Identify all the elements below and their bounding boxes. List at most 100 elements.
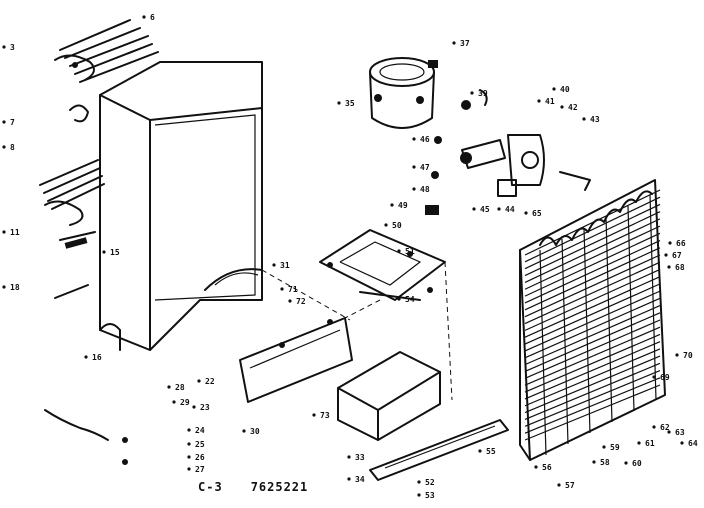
- callout-dot: [652, 375, 656, 379]
- callout-dot: [347, 455, 351, 459]
- callout-dot: [187, 428, 191, 432]
- callout-number: 31: [280, 261, 290, 270]
- callout-number: 16: [92, 353, 102, 362]
- callout-dot: [2, 120, 6, 124]
- callout-number: 29: [180, 398, 190, 407]
- callout-number: 44: [505, 205, 515, 214]
- callout-dot: [680, 441, 684, 445]
- callout-number: 56: [542, 463, 552, 472]
- callout-dot: [667, 430, 671, 434]
- callout-number: 60: [632, 459, 642, 468]
- rear-panel: [239, 317, 353, 403]
- callout-number: 69: [660, 373, 670, 382]
- callout-dot: [412, 165, 416, 169]
- callout-dot: [417, 493, 421, 497]
- callout-dot: [652, 425, 656, 429]
- callout-number: 25: [195, 440, 205, 449]
- callout-dot: [280, 287, 284, 291]
- callout-dot: [192, 405, 196, 409]
- callout-number: 55: [486, 447, 496, 456]
- callout-number: 41: [545, 97, 555, 106]
- callout-dot: [452, 41, 456, 45]
- callout-number: 51: [405, 247, 415, 256]
- callout-dot: [557, 483, 561, 487]
- callout-number: 37: [460, 39, 470, 48]
- callout-dot: [2, 145, 6, 149]
- callout-dot: [397, 249, 401, 253]
- callout-number: 26: [195, 453, 205, 462]
- callout-number: 35: [345, 99, 355, 108]
- callout-number: 53: [425, 491, 435, 500]
- callout-number: 40: [560, 85, 570, 94]
- callout-dot: [624, 461, 628, 465]
- callout-number: 45: [480, 205, 490, 214]
- callout-dot: [2, 45, 6, 49]
- callout-dot: [187, 455, 191, 459]
- callout-number: 72: [296, 297, 306, 306]
- callout-dot: [534, 465, 538, 469]
- callout-number: 42: [568, 103, 578, 112]
- callout-dot: [2, 230, 6, 234]
- callout-dot: [668, 241, 672, 245]
- base-rail: [44, 409, 509, 481]
- callout-dot: [288, 299, 292, 303]
- callout-dot: [560, 105, 564, 109]
- callout-dot: [390, 203, 394, 207]
- callout-number: 71: [288, 285, 298, 294]
- caption-right-code: 7625221: [250, 480, 309, 494]
- callout-dot: [602, 445, 606, 449]
- relay-parts: [425, 89, 591, 215]
- callout-dot: [397, 297, 401, 301]
- caption-left-code: C-3: [198, 480, 223, 494]
- callout-number: 50: [392, 221, 402, 230]
- callout-dot: [664, 253, 668, 257]
- callout-dot: [497, 207, 501, 211]
- callout-dot: [347, 477, 351, 481]
- callout-number: 33: [355, 453, 365, 462]
- callout-number: 66: [676, 239, 686, 248]
- callout-number: 59: [610, 443, 620, 452]
- callout-number: 15: [110, 248, 120, 257]
- callout-number: 47: [420, 163, 430, 172]
- callout-number: 39: [478, 89, 488, 98]
- callout-number: 28: [175, 383, 185, 392]
- callout-dot: [537, 99, 541, 103]
- callout-number: 8: [10, 143, 15, 152]
- callout-dot: [142, 15, 146, 19]
- callout-number: 18: [10, 283, 20, 292]
- condenser: [519, 179, 666, 461]
- callout-dot: [84, 355, 88, 359]
- callout-number: 34: [355, 475, 365, 484]
- callout-dot: [592, 460, 596, 464]
- callout-dot: [172, 400, 176, 404]
- callout-number: 73: [320, 411, 330, 420]
- callout-dot: [472, 207, 476, 211]
- callout-number: 3: [10, 43, 15, 52]
- callout-number: 54: [405, 295, 415, 304]
- callout-number: 70: [683, 351, 693, 360]
- callout-number: 52: [425, 478, 435, 487]
- callout-dot: [312, 413, 316, 417]
- callout-number: 63: [675, 428, 685, 437]
- callout-dot: [412, 187, 416, 191]
- callout-number: 6: [150, 13, 155, 22]
- callout-number: 22: [205, 377, 215, 386]
- callout-dot: [384, 223, 388, 227]
- callout-dot: [197, 379, 201, 383]
- callout-number: 7: [10, 118, 15, 127]
- callout-number: 67: [672, 251, 682, 260]
- mounting-bracket: [319, 229, 446, 301]
- callout-number: 43: [590, 115, 600, 124]
- callout-dot: [337, 101, 341, 105]
- callout-number: 46: [420, 135, 430, 144]
- callout-dot: [412, 137, 416, 141]
- callout-number: 68: [675, 263, 685, 272]
- callout-dot: [167, 385, 171, 389]
- lower-coil: [39, 159, 105, 299]
- callout-dot: [470, 91, 474, 95]
- callout-number: 61: [645, 439, 655, 448]
- callout-number: 62: [660, 423, 670, 432]
- callout-number: 65: [532, 209, 542, 218]
- compressor: [369, 57, 438, 129]
